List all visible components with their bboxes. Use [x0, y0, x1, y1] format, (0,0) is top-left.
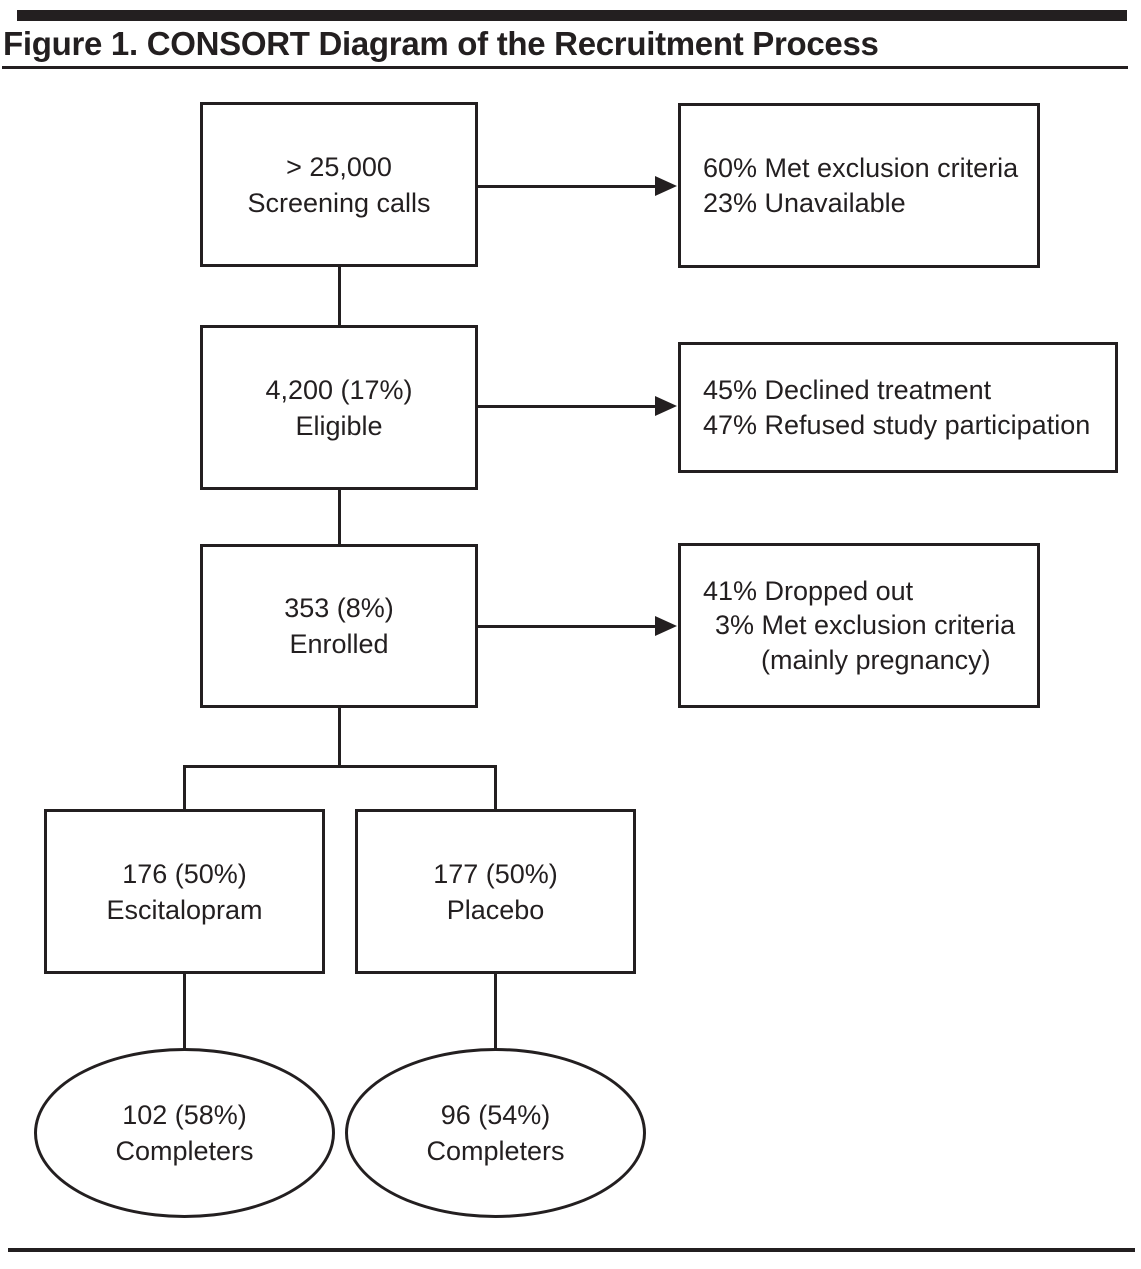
screening-to-eligible-connector — [338, 267, 341, 325]
placebo-completers-ellipse: 96 (54%) Completers — [345, 1048, 646, 1218]
eligible-to-exclusions-arrow — [478, 405, 658, 408]
escitalopram-to-completers-connector — [183, 974, 186, 1050]
screening-calls-box: > 25,000 Screening calls — [200, 102, 478, 267]
arrow-right-icon — [655, 176, 677, 196]
escitalopram-completers-ellipse: 102 (58%) Completers — [34, 1048, 335, 1218]
escitalopram-completers-label: Completers — [115, 1136, 254, 1166]
enrolled-to-branch-connector — [338, 708, 341, 765]
title-underline-rule — [2, 66, 1128, 69]
eligible-exclusions-box: 45% Declined treatment 47% Refused study… — [678, 342, 1118, 473]
screening-calls-value: > 25,000 — [286, 151, 392, 182]
arrow-right-icon — [655, 616, 677, 636]
placebo-value: 177 (50%) — [433, 858, 558, 889]
screening-to-exclusions-arrow — [478, 185, 658, 188]
placebo-completers-value: 96 (54%) — [440, 1100, 551, 1130]
enrolled-box: 353 (8%) Enrolled — [200, 544, 478, 708]
exclusion-line: 47% Refused study participation — [703, 409, 1091, 440]
figure-title: Figure 1. CONSORT Diagram of the Recruit… — [3, 25, 879, 62]
exclusion-line: 60% Met exclusion criteria — [703, 153, 1019, 183]
enrolled-value: 353 (8%) — [284, 593, 394, 623]
eligible-label: Eligible — [295, 410, 383, 441]
branch-drop-to-escitalopram — [183, 765, 186, 811]
eligible-value: 4,200 (17%) — [265, 374, 413, 405]
placebo-completers-label: Completers — [426, 1136, 565, 1166]
exclusion-line: 41% Dropped out — [703, 575, 914, 606]
escitalopram-completers-value: 102 (58%) — [122, 1100, 247, 1130]
escitalopram-arm-box: 176 (50%) Escitalopram — [44, 809, 325, 974]
escitalopram-label: Escitalopram — [106, 894, 263, 925]
eligible-to-enrolled-connector — [338, 490, 341, 544]
enrolled-exclusions-box: 41% Dropped out 3% Met exclusion criteri… — [678, 543, 1040, 708]
enrolled-to-exclusions-arrow — [478, 625, 658, 628]
placebo-arm-box: 177 (50%) Placebo — [355, 809, 636, 974]
eligible-box: 4,200 (17%) Eligible — [200, 325, 478, 490]
placebo-to-completers-connector — [494, 974, 497, 1050]
bottom-rule-bar — [8, 1248, 1135, 1252]
exclusion-line: (mainly pregnancy) — [761, 644, 991, 675]
screening-exclusions-box: 60% Met exclusion criteria 23% Unavailab… — [678, 103, 1040, 268]
branch-drop-to-placebo — [494, 765, 497, 811]
exclusion-line: 45% Declined treatment — [703, 375, 992, 405]
exclusion-line: 3% Met exclusion criteria — [715, 610, 1016, 641]
randomization-branch-line — [183, 765, 497, 768]
exclusion-line: 23% Unavailable — [703, 187, 906, 218]
screening-calls-label: Screening calls — [247, 187, 431, 218]
top-rule-bar — [17, 10, 1127, 21]
enrolled-label: Enrolled — [289, 629, 389, 659]
arrow-right-icon — [655, 396, 677, 416]
escitalopram-value: 176 (50%) — [122, 858, 247, 889]
placebo-label: Placebo — [446, 894, 545, 925]
